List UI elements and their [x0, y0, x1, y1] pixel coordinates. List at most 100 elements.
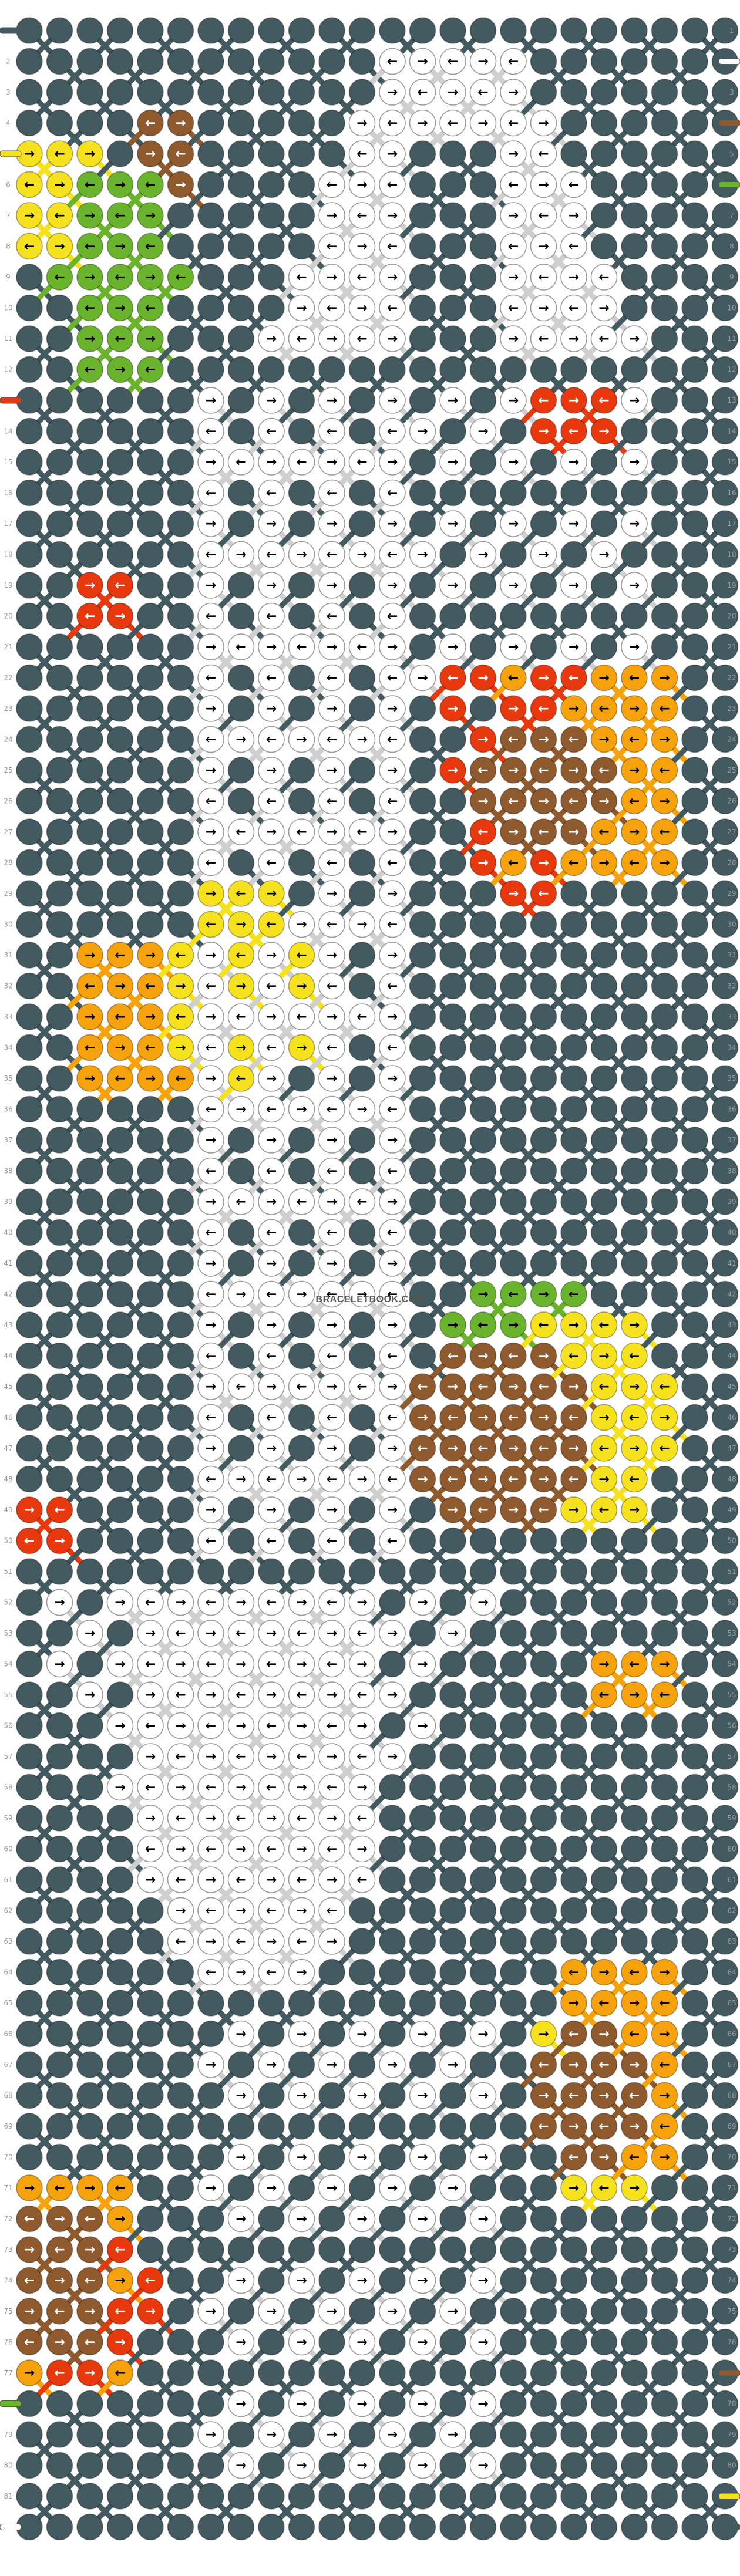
knot — [681, 2513, 708, 2541]
knot: → — [409, 1650, 436, 1678]
knot: → — [560, 818, 587, 845]
arrow-right-icon: → — [356, 116, 367, 131]
knot: → — [318, 1127, 345, 1154]
knot: ← — [167, 1065, 194, 1092]
knot — [46, 1866, 73, 1893]
knot — [681, 1558, 708, 1585]
knot: → — [469, 849, 497, 876]
knot — [16, 757, 43, 784]
knot: ← — [379, 602, 406, 630]
knot: ← — [258, 787, 285, 815]
knot: ← — [348, 325, 376, 352]
knot — [621, 479, 648, 507]
knot — [16, 2051, 43, 2078]
knot — [409, 911, 436, 938]
knot: → — [318, 1250, 345, 1277]
knot: → — [16, 2298, 43, 2325]
knot: → — [258, 1250, 285, 1277]
knot: → — [288, 2267, 315, 2294]
arrow-right-icon: → — [569, 1996, 579, 2011]
knot: → — [318, 1805, 345, 1832]
knot — [288, 1157, 315, 1185]
knot: → — [227, 2328, 255, 2356]
row-label-right: 46 — [727, 1414, 736, 1422]
knot — [288, 356, 315, 383]
knot — [409, 1157, 436, 1185]
knot — [500, 1835, 527, 1863]
knot — [288, 1990, 315, 2017]
knot — [500, 1650, 527, 1678]
arrow-right-icon: → — [629, 1441, 640, 1456]
knot — [106, 1311, 134, 1338]
knot — [16, 356, 43, 383]
knot — [651, 2267, 678, 2294]
knot — [469, 1958, 497, 1986]
knot — [681, 1404, 708, 1431]
row-label-right: 47 — [727, 1444, 736, 1452]
knot — [560, 972, 587, 1000]
knot: → — [197, 757, 224, 784]
knot: → — [530, 1465, 557, 1493]
knot — [46, 1404, 73, 1431]
knot — [560, 2483, 587, 2510]
arrow-right-icon: → — [448, 2181, 458, 2196]
knot — [137, 2082, 164, 2109]
arrow-right-icon: → — [477, 2274, 488, 2288]
arrow-right-icon: → — [598, 733, 609, 747]
arrow-left-icon: ← — [387, 1164, 398, 1179]
knot — [227, 757, 255, 784]
arrow-right-icon: → — [508, 640, 519, 655]
knot — [288, 849, 315, 876]
knot: → — [379, 2421, 406, 2448]
knot — [500, 2020, 527, 2048]
knot — [681, 417, 708, 445]
knot: → — [500, 633, 527, 660]
knot — [651, 1928, 678, 1955]
arrow-right-icon: → — [538, 178, 549, 193]
arrow-left-icon: ← — [629, 2150, 640, 2165]
knot — [137, 479, 164, 507]
knot — [681, 633, 708, 660]
knot: ← — [469, 1373, 497, 1400]
knot: → — [137, 1620, 164, 1647]
knot: → — [197, 1188, 224, 1215]
knot — [560, 1527, 587, 1555]
knot: → — [560, 1311, 587, 1338]
knot: → — [197, 818, 224, 845]
row-label-left: 44 — [4, 1352, 12, 1360]
knot — [318, 2390, 345, 2417]
knot: ← — [469, 1496, 497, 1523]
arrow-right-icon: → — [206, 1010, 216, 1024]
knot — [106, 2390, 134, 2417]
knot: ← — [197, 1157, 224, 1185]
arrow-left-icon: ← — [629, 1965, 640, 1980]
arrow-left-icon: ← — [236, 1873, 246, 1887]
knot — [651, 1465, 678, 1493]
knot — [590, 1065, 618, 1092]
knot — [227, 356, 255, 383]
knot — [106, 1435, 134, 1462]
knot — [167, 2390, 194, 2417]
knot — [379, 1897, 406, 1924]
knot — [651, 1003, 678, 1030]
knot — [288, 48, 315, 75]
arrow-right-icon: → — [115, 301, 125, 316]
arrow-left-icon: ← — [387, 424, 398, 439]
knot — [46, 1928, 73, 1955]
knot — [318, 48, 345, 75]
knot — [621, 2452, 648, 2479]
knot — [590, 1589, 618, 1616]
knot — [348, 17, 376, 44]
knot: → — [106, 2205, 134, 2233]
knot — [258, 2082, 285, 2109]
knot — [137, 1373, 164, 1400]
arrow-left-icon: ← — [569, 733, 579, 747]
knot — [348, 1958, 376, 1986]
row-label-left: 56 — [4, 1722, 12, 1730]
knot — [711, 140, 739, 167]
row-label-right: 63 — [727, 1937, 736, 1946]
knot — [76, 541, 103, 568]
knot — [621, 17, 648, 44]
knot: → — [379, 325, 406, 352]
knot: → — [137, 1866, 164, 1893]
